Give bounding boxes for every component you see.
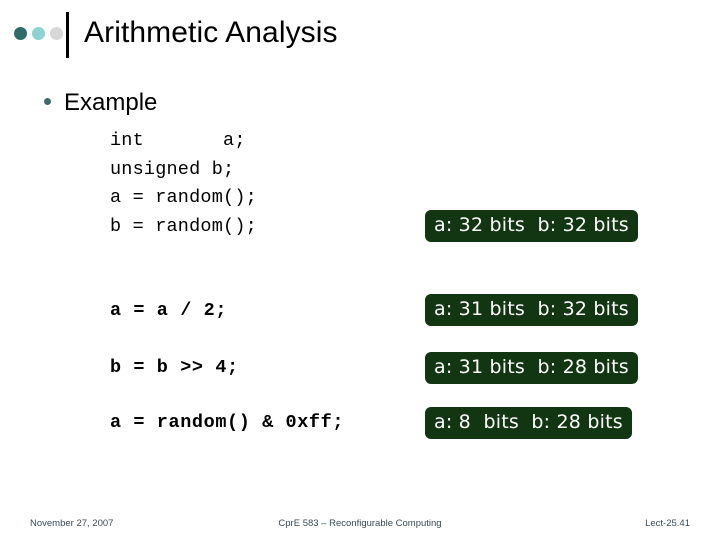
- title-divider-rule: [66, 12, 69, 58]
- footer-lecture-number: Lect-25.41: [645, 518, 690, 529]
- bullet-item-label: Example: [64, 89, 158, 116]
- annotation-badge-after-mask: a: 8 bits b: 28 bits: [425, 407, 632, 439]
- slide-footer: November 27, 2007 CprE 583 – Reconfigura…: [0, 512, 720, 540]
- footer-course: CprE 583 – Reconfigurable Computing: [278, 518, 442, 529]
- page-title: Arithmetic Analysis: [84, 16, 338, 49]
- code-line-shift: b = b >> 4;: [110, 357, 239, 378]
- footer-date: November 27, 2007: [30, 518, 114, 529]
- code-line-mask: a = random() & 0xff;: [110, 412, 345, 433]
- code-line-divide: a = a / 2;: [110, 300, 228, 321]
- code-block-declarations: int a; unsigned b; a = random(); b = ran…: [110, 130, 257, 237]
- annotation-badge-initial: a: 32 bits b: 32 bits: [425, 210, 638, 242]
- annotation-badge-after-divide: a: 31 bits b: 32 bits: [425, 294, 638, 326]
- decor-dot-1: [14, 27, 27, 40]
- annotation-badge-after-shift: a: 31 bits b: 28 bits: [425, 352, 638, 384]
- bullet-item-example: Example: [44, 89, 157, 117]
- decor-dot-3: [50, 27, 63, 40]
- slide-title-block: Arithmetic Analysis: [0, 0, 720, 72]
- bullet-dot-icon: [44, 98, 51, 105]
- decor-dot-2: [32, 27, 45, 40]
- decorative-dots: [14, 27, 63, 40]
